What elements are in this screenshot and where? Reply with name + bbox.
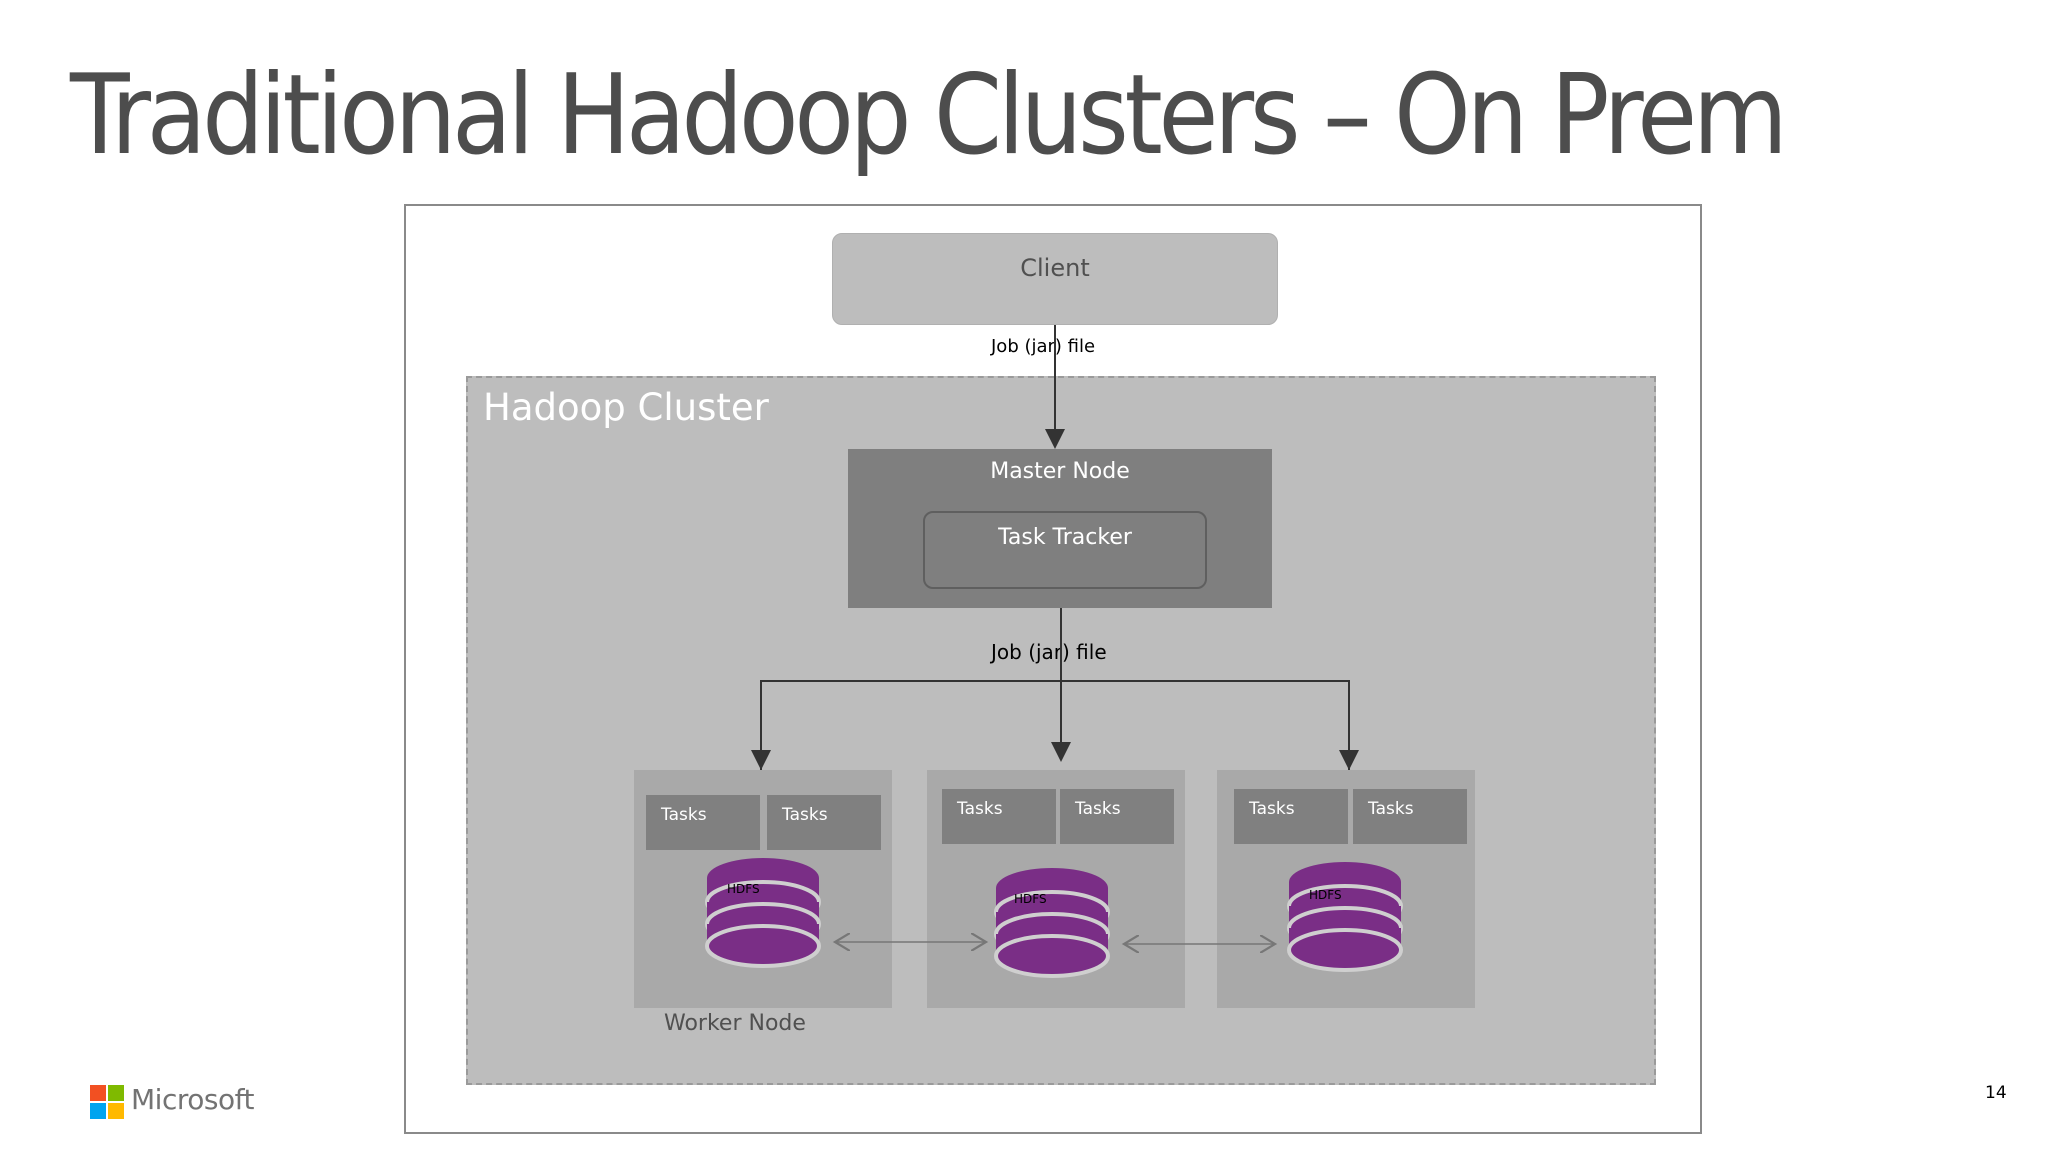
page-number: 14 <box>1985 1083 2007 1103</box>
cluster-label: Hadoop Cluster <box>483 386 769 429</box>
tracker-label: Task Tracker <box>998 525 1132 550</box>
hdfs-label: HDFS <box>1309 888 1342 902</box>
task-box: Tasks <box>646 795 760 850</box>
job-label-top: Job (jar) file <box>991 336 1096 357</box>
database-icon <box>705 858 821 968</box>
hdfs-label: HDFS <box>727 882 760 896</box>
task-box: Tasks <box>942 789 1056 844</box>
hdfs-label: HDFS <box>1014 892 1047 906</box>
task-tracker <box>923 511 1207 589</box>
branch-line <box>760 680 1350 770</box>
client-box <box>832 233 1278 325</box>
microsoft-brand: Microsoft <box>131 1083 254 1116</box>
task-box: Tasks <box>767 795 881 850</box>
microsoft-logo-icon <box>90 1085 124 1119</box>
slide-title: Traditional Hadoop Clusters – On Prem <box>70 51 1788 180</box>
master-label: Master Node <box>990 459 1130 484</box>
task-box: Tasks <box>1353 789 1467 844</box>
job-label-mid: Job (jar) file <box>991 640 1107 664</box>
database-icon <box>994 868 1110 978</box>
worker-node-label: Worker Node <box>664 1011 806 1036</box>
client-label: Client <box>1020 254 1090 282</box>
task-box: Tasks <box>1234 789 1348 844</box>
task-box: Tasks <box>1060 789 1174 844</box>
database-icon <box>1287 862 1403 972</box>
